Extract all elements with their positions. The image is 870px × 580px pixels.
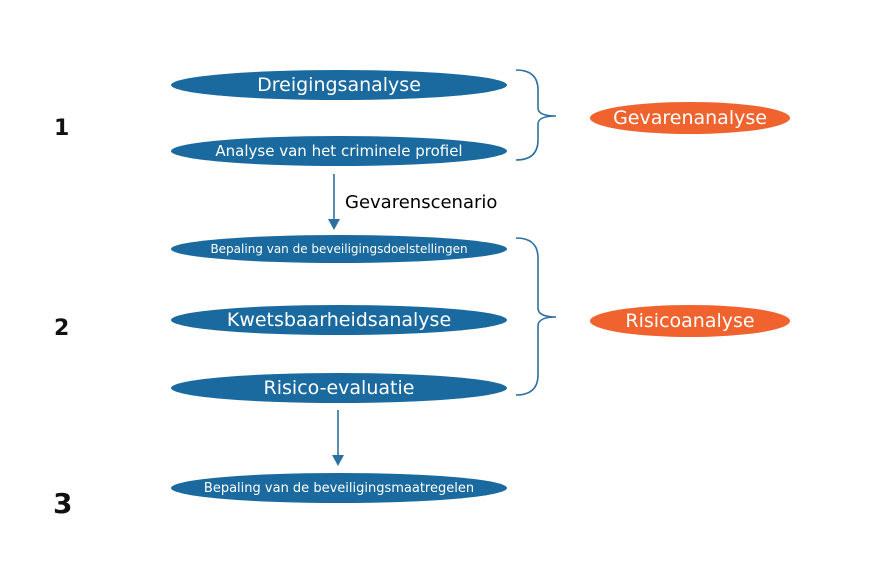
- box-kwetsbaarheidsanalyse: Kwetsbaarheidsanalyse: [171, 305, 507, 335]
- label-risicoanalyse: Risicoanalyse: [590, 305, 790, 337]
- arrow-1-head: [328, 219, 340, 230]
- arrow-2-head: [332, 455, 344, 466]
- brace-gevarenanalyse: [515, 69, 557, 161]
- label-gevarenanalyse: Gevarenanalyse: [590, 102, 790, 134]
- box-dreigingsanalyse: Dreigingsanalyse: [171, 70, 507, 100]
- box-beveiligingsdoelstellingen: Bepaling van de beveiligingsdoelstelling…: [171, 235, 507, 263]
- box-beveiligingsmaatregelen: Bepaling van de beveiligingsmaatregelen: [171, 473, 507, 503]
- label-gevarenscenario: Gevarenscenario: [345, 192, 498, 213]
- box-analyse-crimineel-profiel: Analyse van het criminele profiel: [171, 136, 507, 166]
- step-number-2: 2: [54, 316, 70, 341]
- brace-risicoanalyse: [515, 237, 557, 396]
- step-number-1: 1: [54, 116, 70, 141]
- step-number-3: 3: [53, 487, 73, 520]
- box-risico-evaluatie: Risico-evaluatie: [171, 373, 507, 403]
